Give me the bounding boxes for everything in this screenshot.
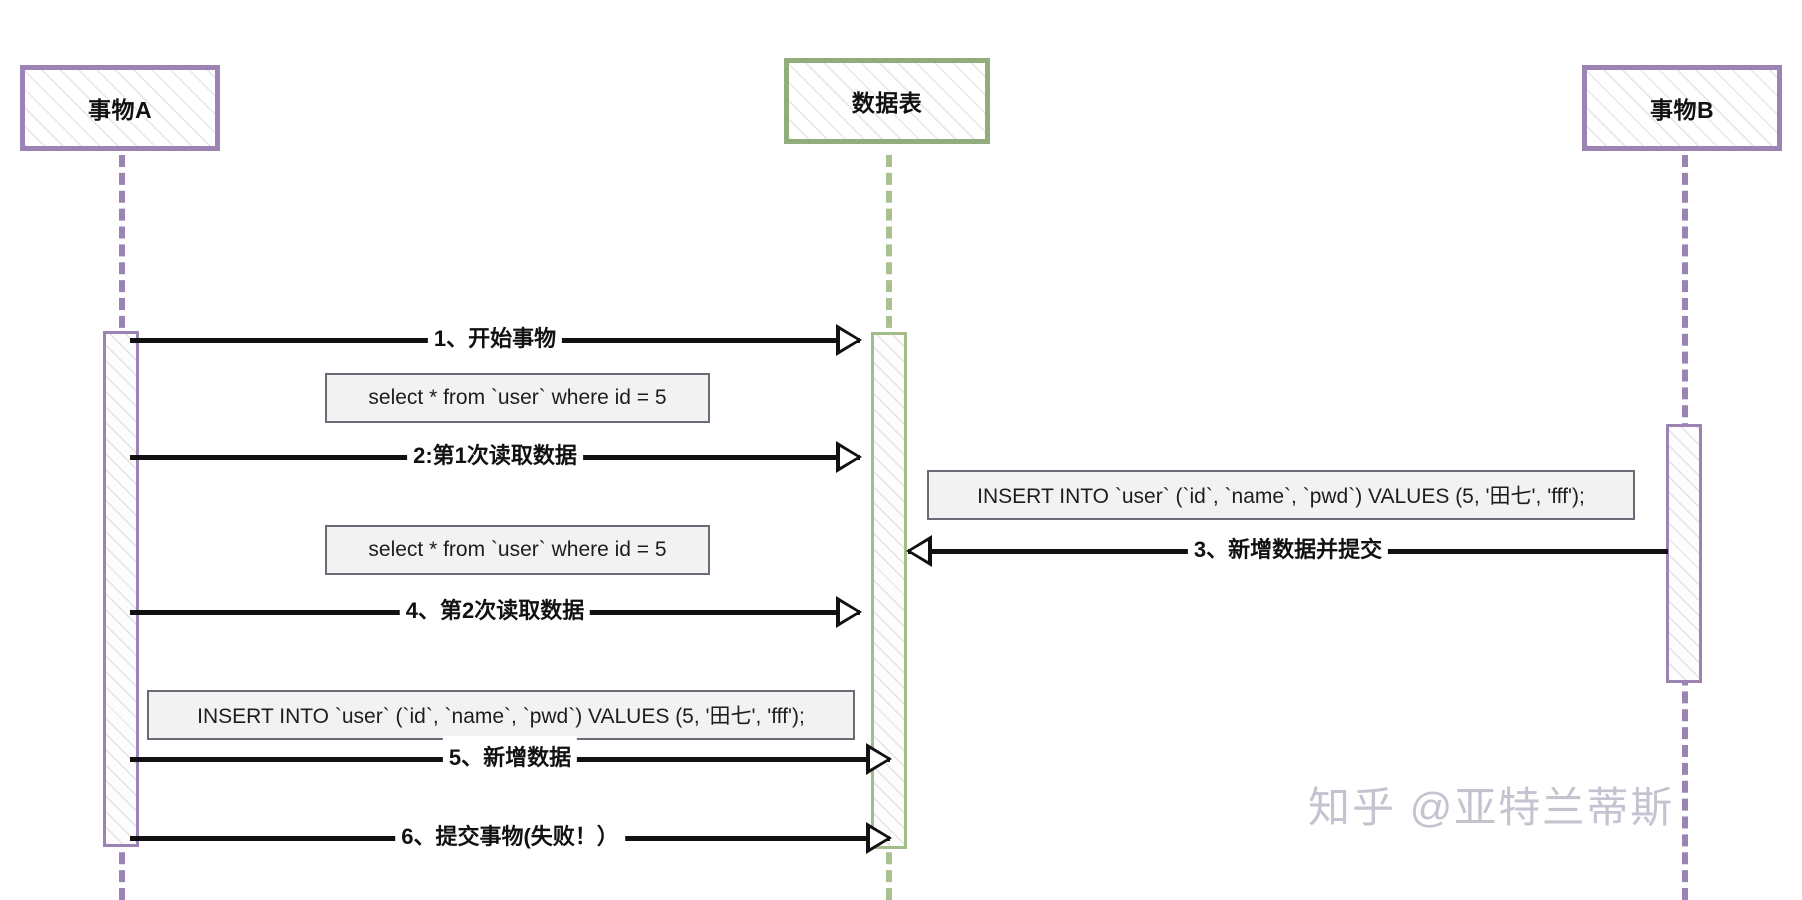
message-1[interactable]: 1、开始事物	[130, 317, 862, 361]
message-3[interactable]: 3、新增数据并提交	[906, 528, 1668, 572]
arrowhead-right-inner-icon	[870, 749, 887, 769]
note-insert-a-text: INSERT INTO `user` (`id`, `name`, `pwd`)…	[197, 705, 805, 728]
note-insert-b: INSERT INTO `user` (`id`, `name`, `pwd`)…	[927, 470, 1635, 520]
message-6[interactable]: 6、提交事物(失败！）	[130, 815, 892, 859]
note-insert-b-text: INSERT INTO `user` (`id`, `name`, `pwd`)…	[977, 485, 1585, 508]
message-1-label: 1、开始事物	[427, 317, 563, 361]
actor-box-data-table[interactable]: 数据表	[784, 58, 990, 144]
note-select-1: select * from `user` where id = 5	[325, 373, 710, 423]
watermark: 知乎 @亚特兰蒂斯	[1308, 784, 1675, 831]
message-3-label: 3、新增数据并提交	[1187, 528, 1389, 572]
message-2-label: 2:第1次读取数据	[407, 434, 583, 478]
message-4-label: 4、第2次读取数据	[399, 589, 591, 633]
actor-box-actor-b[interactable]: 事物B	[1582, 65, 1782, 151]
note-insert-a: INSERT INTO `user` (`id`, `name`, `pwd`)…	[147, 690, 855, 740]
actor-label-data-table: 数据表	[851, 90, 923, 116]
actor-label-actor-a: 事物A	[87, 97, 153, 123]
message-4[interactable]: 4、第2次读取数据	[130, 589, 862, 633]
arrowhead-right-inner-icon	[870, 828, 887, 848]
arrowhead-right-inner-icon	[840, 330, 857, 350]
message-5-label: 5、新增数据	[442, 736, 578, 780]
message-5[interactable]: 5、新增数据	[130, 736, 892, 780]
activation-actor-a	[103, 331, 139, 847]
actor-label-actor-b: 事物B	[1649, 97, 1715, 123]
note-select-2: select * from `user` where id = 5	[325, 525, 710, 575]
message-6-label: 6、提交事物(失败！）	[395, 815, 625, 859]
message-2[interactable]: 2:第1次读取数据	[130, 434, 862, 478]
actor-box-actor-a[interactable]: 事物A	[20, 65, 220, 151]
arrowhead-left-inner-icon	[911, 541, 928, 561]
note-select-2-text: select * from `user` where id = 5	[368, 538, 667, 561]
note-select-1-text: select * from `user` where id = 5	[368, 386, 667, 409]
arrowhead-right-inner-icon	[840, 602, 857, 622]
arrowhead-right-inner-icon	[840, 447, 857, 467]
activation-actor-b	[1666, 424, 1702, 683]
